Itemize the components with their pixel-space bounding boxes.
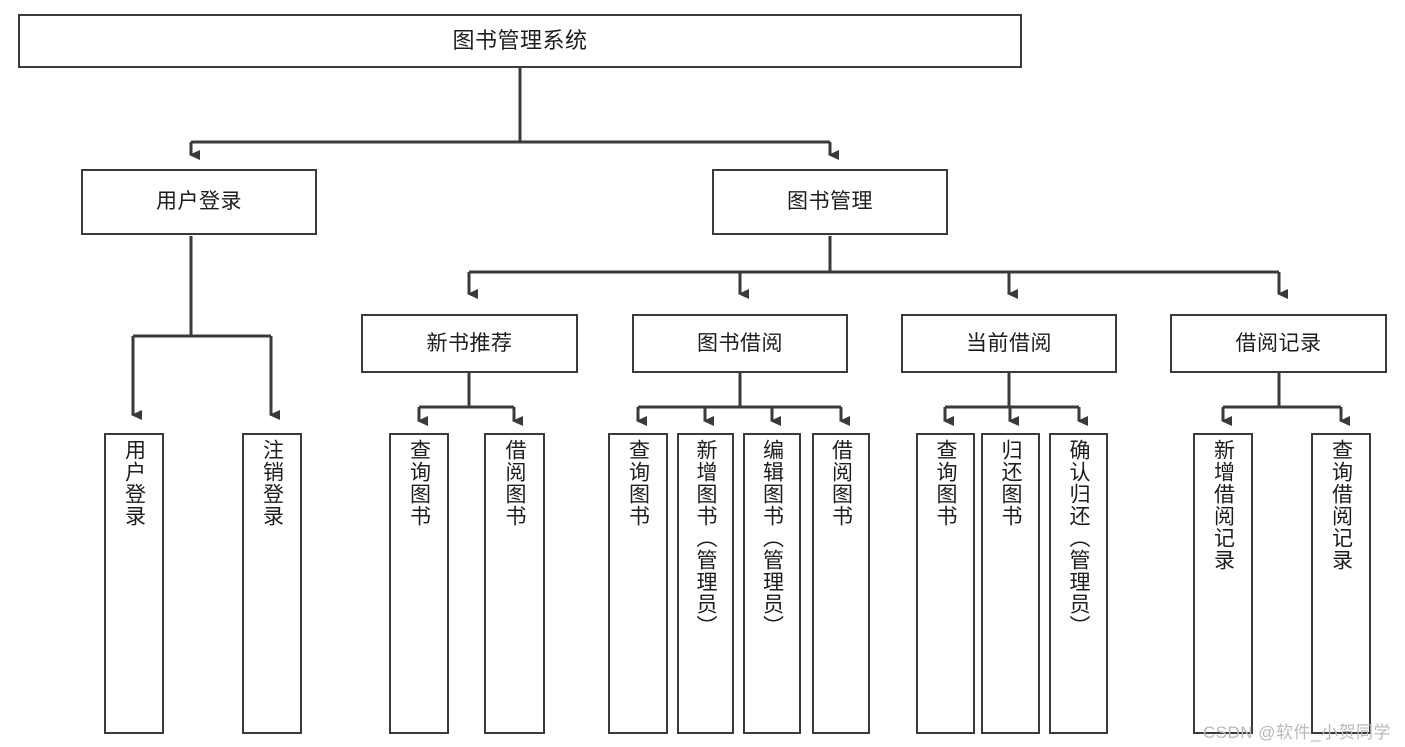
node-root-label: 图书管理系统: [452, 27, 588, 53]
node-current-borrow[interactable]: 当前借阅: [901, 314, 1117, 373]
node-book-management-label: 图书管理: [787, 190, 873, 214]
node-current-borrow-label: 当前借阅: [966, 331, 1052, 355]
leaf-borrow-query-book[interactable]: 查询图书: [608, 433, 668, 734]
node-borrow-record-label: 借阅记录: [1235, 331, 1322, 355]
leaf-current-return-book-label: 归还图书: [999, 439, 1022, 527]
watermark: CSDN @软件_小贺同学: [1202, 723, 1391, 742]
node-borrow-record[interactable]: 借阅记录: [1170, 314, 1387, 373]
leaf-borrow-query-book-label: 查询图书: [626, 439, 650, 527]
leaf-current-query-book[interactable]: 查询图书: [916, 433, 975, 734]
leaf-user-login-login-label: 用户登录: [122, 439, 146, 527]
leaf-recommend-borrow-book[interactable]: 借阅图书: [484, 433, 545, 734]
leaf-current-query-book-label: 查询图书: [934, 439, 957, 527]
leaf-borrow-borrow-book[interactable]: 借阅图书: [812, 433, 870, 734]
leaf-record-query-record-label: 查询借阅记录: [1329, 439, 1353, 571]
leaf-current-confirm-return[interactable]: 确认归还（管理员）: [1049, 433, 1108, 734]
leaf-borrow-add-book-label: 新增图书（管理员）: [694, 439, 717, 637]
leaf-user-login-logout[interactable]: 注销登录: [242, 433, 302, 734]
leaf-borrow-edit-book[interactable]: 编辑图书（管理员）: [743, 433, 801, 734]
leaf-borrow-edit-book-label: 编辑图书（管理员）: [760, 439, 784, 637]
node-new-book-recommend[interactable]: 新书推荐: [361, 314, 578, 373]
leaf-record-add-record[interactable]: 新增借阅记录: [1193, 433, 1253, 734]
node-book-borrow[interactable]: 图书借阅: [632, 314, 848, 373]
node-user-login-label: 用户登录: [156, 190, 242, 214]
node-book-management[interactable]: 图书管理: [712, 169, 948, 235]
leaf-record-add-record-label: 新增借阅记录: [1211, 439, 1235, 571]
leaf-user-login-logout-label: 注销登录: [260, 439, 284, 527]
leaf-record-query-record[interactable]: 查询借阅记录: [1311, 433, 1371, 734]
leaf-current-return-book[interactable]: 归还图书: [981, 433, 1040, 734]
node-new-book-recommend-label: 新书推荐: [426, 331, 513, 355]
node-user-login[interactable]: 用户登录: [81, 169, 317, 235]
leaf-borrow-borrow-book-label: 借阅图书: [829, 439, 853, 527]
leaf-recommend-borrow-book-label: 借阅图书: [503, 439, 526, 527]
leaf-current-confirm-return-label: 确认归还（管理员）: [1067, 439, 1090, 637]
node-book-borrow-label: 图书借阅: [697, 331, 783, 355]
leaf-borrow-add-book[interactable]: 新增图书（管理员）: [677, 433, 734, 734]
node-root[interactable]: 图书管理系统: [18, 14, 1022, 68]
leaf-user-login-login[interactable]: 用户登录: [104, 433, 164, 734]
leaf-recommend-query-book-label: 查询图书: [407, 439, 431, 527]
leaf-recommend-query-book[interactable]: 查询图书: [389, 433, 449, 734]
